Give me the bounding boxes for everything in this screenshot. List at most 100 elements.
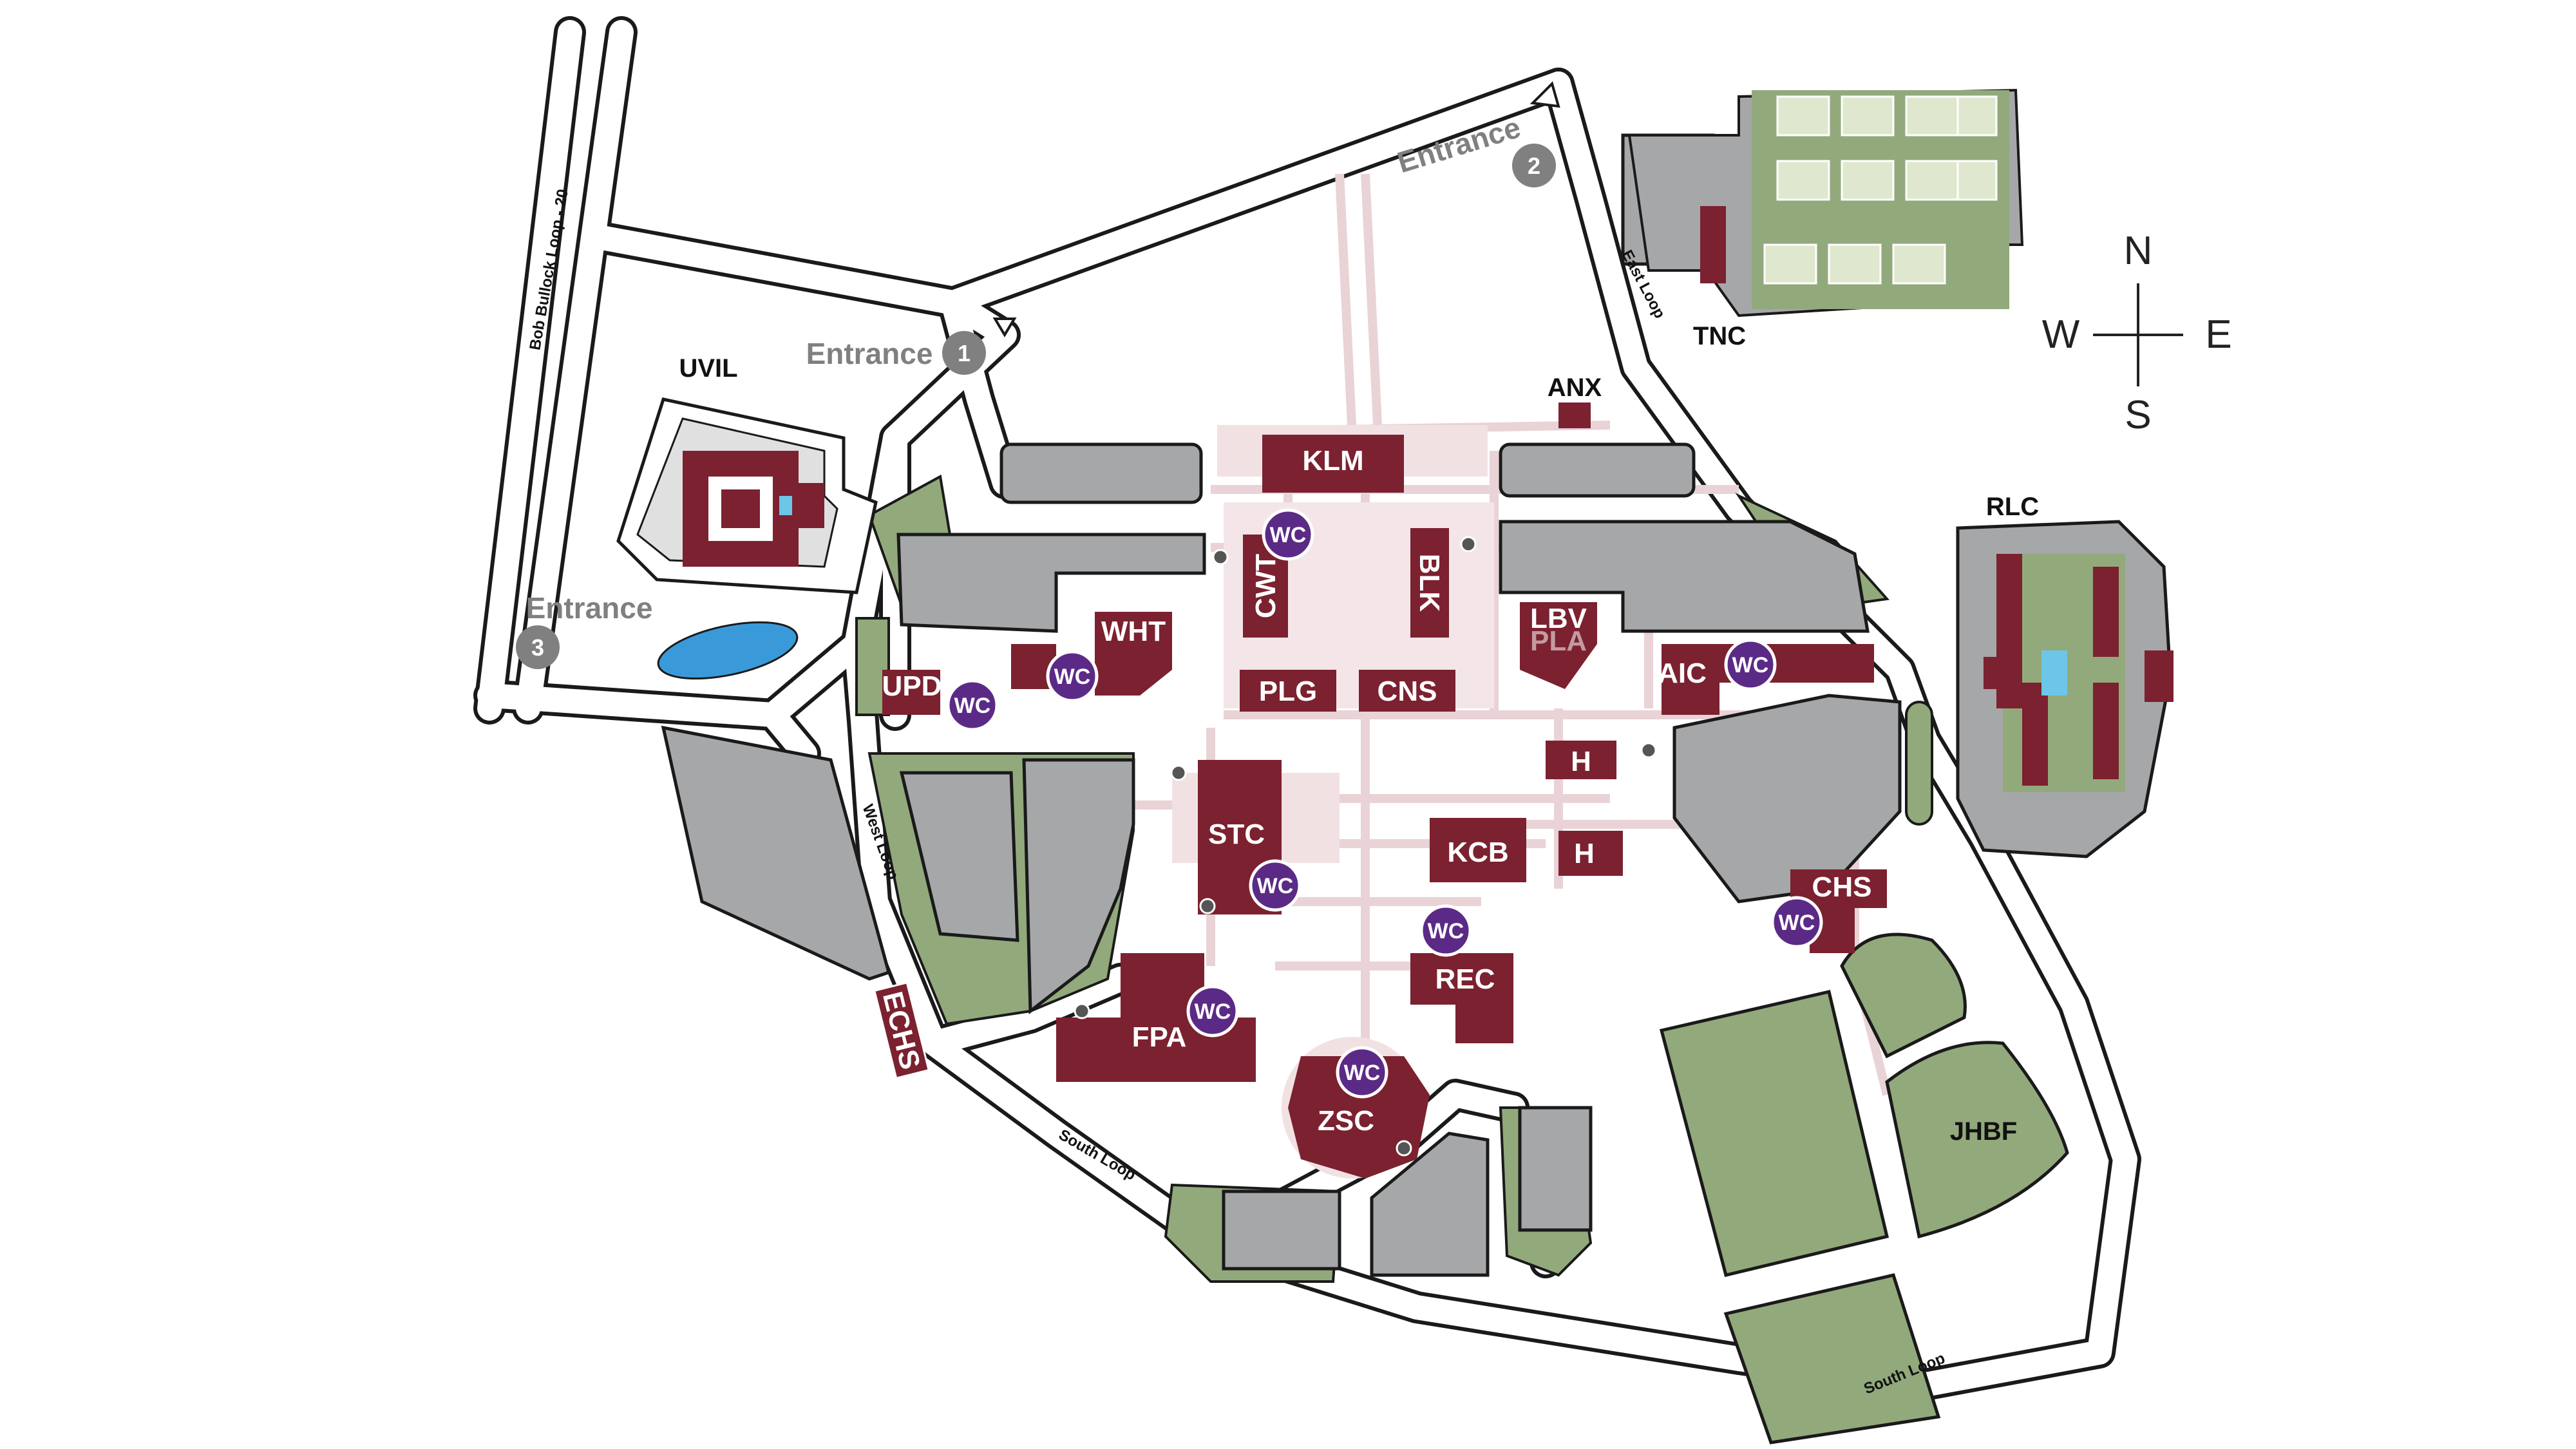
- building-rec: [1410, 953, 1513, 1043]
- parking-lot-west-loop: [661, 725, 891, 981]
- entrance-3-label: Entrance: [526, 591, 653, 625]
- parking-lot-north-west: [999, 442, 1203, 504]
- wc-label: WC: [1054, 665, 1091, 689]
- compass-rose: N S W E: [2042, 229, 2232, 437]
- label-fpa: FPA: [1132, 1021, 1187, 1053]
- building-h1: [1546, 741, 1616, 779]
- wc-label: WC: [1779, 911, 1815, 935]
- building-plg: [1240, 670, 1336, 712]
- entrance-1[interactable]: Entrance 1: [806, 317, 1017, 375]
- wc-label: WC: [1344, 1061, 1381, 1085]
- label-blk: BLK: [1414, 554, 1445, 612]
- wheelchair-icon: [1396, 1140, 1412, 1157]
- parking-lot-south-2: [1370, 1132, 1490, 1277]
- building-aic: [1662, 644, 1719, 715]
- parking-lot-stc: [1022, 758, 1135, 1015]
- building-klm: [1262, 435, 1404, 493]
- entrance-3-number: 3: [531, 634, 544, 661]
- parking-lot-aic-south: [1672, 694, 1902, 904]
- label-lbv: LBV: [1530, 603, 1587, 634]
- building-kcb: [1430, 818, 1526, 882]
- wc-label: WC: [954, 694, 991, 718]
- entrance-2-number: 2: [1528, 153, 1540, 179]
- entrance-1-label: Entrance: [806, 337, 933, 370]
- wc-marker[interactable]: WC: [1724, 638, 1777, 691]
- label-h1: H: [1571, 746, 1591, 777]
- building-upd: [882, 670, 940, 715]
- accessibility-icons: [1074, 536, 1657, 1157]
- label-h2: H: [1574, 838, 1595, 869]
- wheelchair-icon: [1640, 742, 1657, 759]
- label-aic: AIC: [1658, 658, 1707, 689]
- building-blk: [1410, 528, 1449, 638]
- wheelchair-icon: [1170, 764, 1187, 781]
- jhbf-fields: [1659, 933, 2069, 1444]
- wheelchair-icon: [1460, 536, 1477, 553]
- wheelchair-icon: [1212, 549, 1229, 565]
- building-cns: [1359, 670, 1455, 712]
- wc-marker[interactable]: WC: [1419, 904, 1472, 957]
- label-klm: KLM: [1302, 445, 1363, 477]
- parking-lot-south-3: [1518, 1106, 1593, 1232]
- wc-markers: WC WC WC WC WC WC WC WC: [946, 508, 1823, 1099]
- label-tnc: TNC: [1693, 322, 1746, 350]
- wc-marker[interactable]: WC: [1249, 859, 1302, 912]
- label-rlc: RLC: [1986, 493, 2039, 521]
- wc-marker[interactable]: WC: [946, 679, 999, 732]
- building-anx: [1558, 402, 1591, 428]
- label-pla: PLA: [1530, 625, 1587, 657]
- label-cwt: CWT: [1250, 554, 1282, 618]
- compass-e: E: [2205, 312, 2231, 357]
- label-upd: UPD: [882, 670, 942, 702]
- wc-marker[interactable]: WC: [1046, 650, 1099, 703]
- rlc-complex: [1984, 554, 2174, 792]
- label-anx: ANX: [1548, 374, 1602, 402]
- wc-label: WC: [1428, 919, 1464, 943]
- building-labels: KLM CWT BLK WHT PLG CNS LBV PLA AIC UPD …: [882, 445, 1872, 1137]
- pond: [657, 621, 799, 680]
- label-kcb: KCB: [1447, 837, 1508, 868]
- entrance-1-badge: [942, 331, 986, 375]
- entrance-2-badge: [1512, 144, 1556, 187]
- label-stc: STC: [1208, 819, 1265, 850]
- label-cns: CNS: [1378, 676, 1437, 707]
- parking-lot-north-east: [1499, 442, 1696, 498]
- label-wht: WHT: [1101, 616, 1166, 647]
- outside-labels: UVIL TNC ANX RLC JHBF: [679, 322, 2039, 1146]
- entrance-1-number: 1: [958, 340, 971, 366]
- parking-lot-south-1: [1222, 1189, 1341, 1271]
- wc-label: WC: [1195, 999, 1231, 1024]
- parking-lot-east: [1499, 520, 1870, 633]
- entrance-3-badge: [516, 625, 560, 669]
- compass-n: N: [2124, 229, 2153, 273]
- uvil-complex: [616, 397, 878, 594]
- wheelchair-icon: [1199, 898, 1216, 914]
- tennis-center: [1627, 88, 2024, 317]
- wc-label: WC: [1732, 653, 1769, 677]
- entrance-1-arrow-icon: [992, 317, 1017, 337]
- compass-s: S: [2125, 393, 2151, 437]
- building-h2: [1558, 831, 1623, 876]
- building-wht: [1095, 612, 1172, 696]
- parking-lot-stc-west: [899, 771, 1019, 942]
- label-zsc: ZSC: [1318, 1105, 1374, 1137]
- label-plg: PLG: [1259, 676, 1317, 707]
- wc-marker[interactable]: WC: [1186, 985, 1239, 1037]
- wc-label: WC: [1270, 523, 1307, 547]
- parking-lot-west: [896, 533, 1206, 633]
- uvil-pool: [779, 496, 792, 515]
- entrance-2-arrow-icon: [1530, 81, 1560, 108]
- building-fpa: [1056, 953, 1256, 1082]
- rlc-pool: [2041, 650, 2067, 696]
- wc-label: WC: [1257, 874, 1294, 898]
- label-rec: REC: [1435, 963, 1495, 995]
- wheelchair-icon: [1074, 1003, 1090, 1019]
- entrance-3[interactable]: Entrance 3: [516, 591, 652, 669]
- building-lbv: [1520, 602, 1597, 689]
- building-zsc: [1288, 1056, 1430, 1179]
- wc-marker[interactable]: WC: [1262, 508, 1314, 561]
- label-chs: CHS: [1812, 871, 1872, 903]
- wc-marker[interactable]: WC: [1770, 896, 1823, 949]
- wc-marker[interactable]: WC: [1336, 1046, 1388, 1099]
